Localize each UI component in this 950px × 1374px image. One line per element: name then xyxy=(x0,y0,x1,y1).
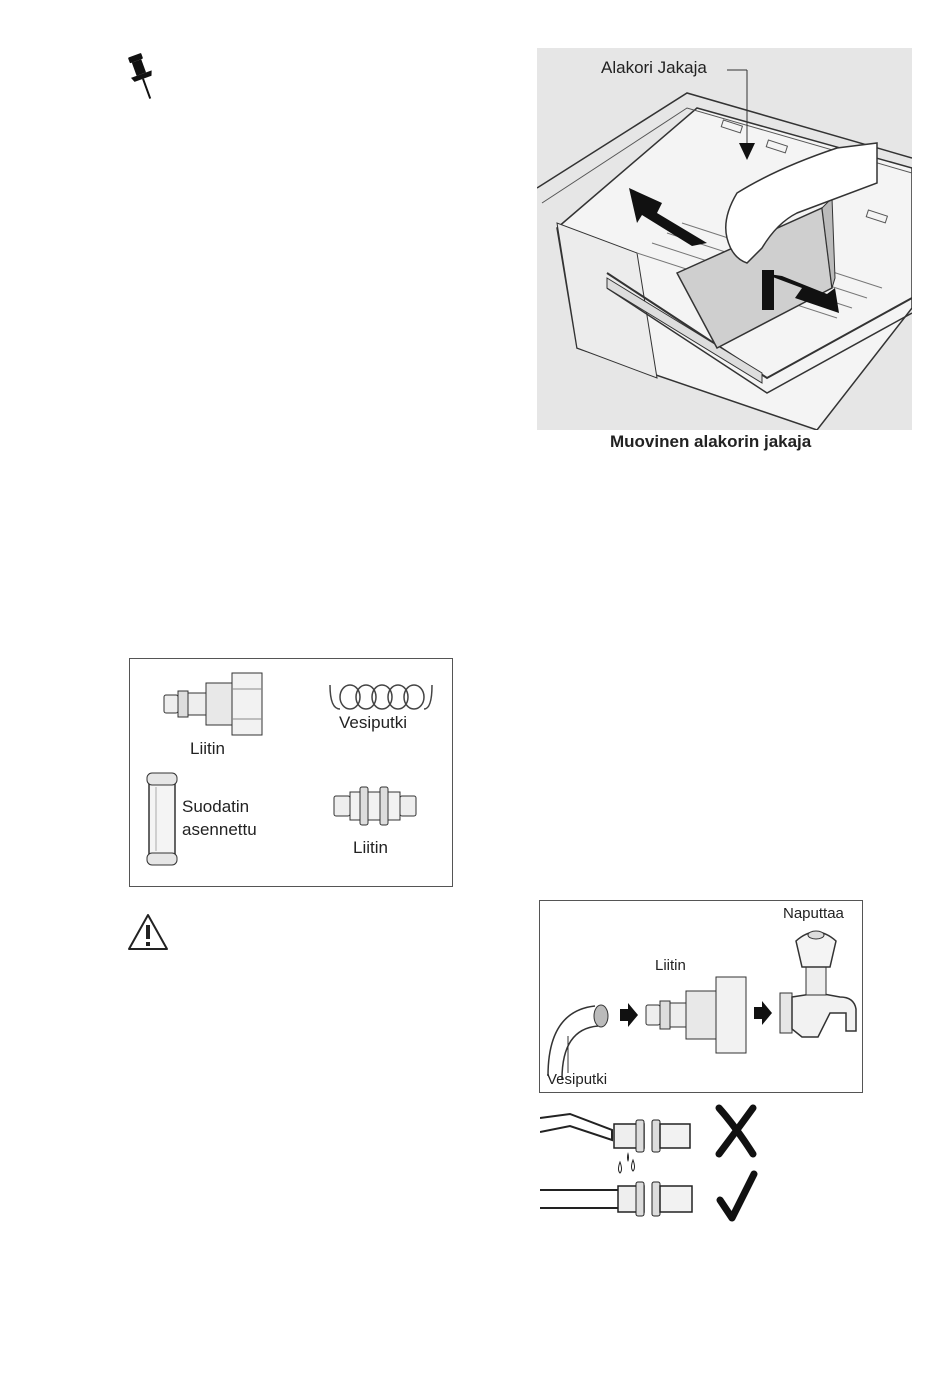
tap-connection-figure: Naputtaa Liitin Vesiputki xyxy=(539,900,863,1093)
pushpin-icon xyxy=(124,50,160,102)
water-pipe-label: Vesiputki xyxy=(339,713,407,733)
filter-icon xyxy=(144,769,180,869)
tap-label: Naputtaa xyxy=(783,905,844,922)
union-connector-icon xyxy=(330,783,420,829)
tap-connector-label: Liitin xyxy=(655,957,686,974)
drawer-divider-figure: Alakori Jakaja xyxy=(537,48,912,430)
check-icon xyxy=(716,1170,758,1224)
water-pipe-coil-icon xyxy=(326,681,436,715)
filter-label-line1: Suodatin xyxy=(182,797,249,817)
connector-bottom-label: Liitin xyxy=(353,838,388,858)
connector-icon xyxy=(160,669,270,739)
warning-triangle-icon xyxy=(126,912,170,952)
parts-figure: Liitin Vesiputki Suodatin asennettu xyxy=(129,658,453,887)
drawer-figure-caption: Muovinen alakorin jakaja xyxy=(610,432,811,452)
connector-top-label: Liitin xyxy=(190,739,225,759)
filter-label-line2: asennettu xyxy=(182,820,257,840)
cross-icon xyxy=(715,1104,757,1158)
tap-water-pipe-label: Vesiputki xyxy=(547,1071,607,1088)
drawer-callout-label: Alakori Jakaja xyxy=(601,58,707,78)
